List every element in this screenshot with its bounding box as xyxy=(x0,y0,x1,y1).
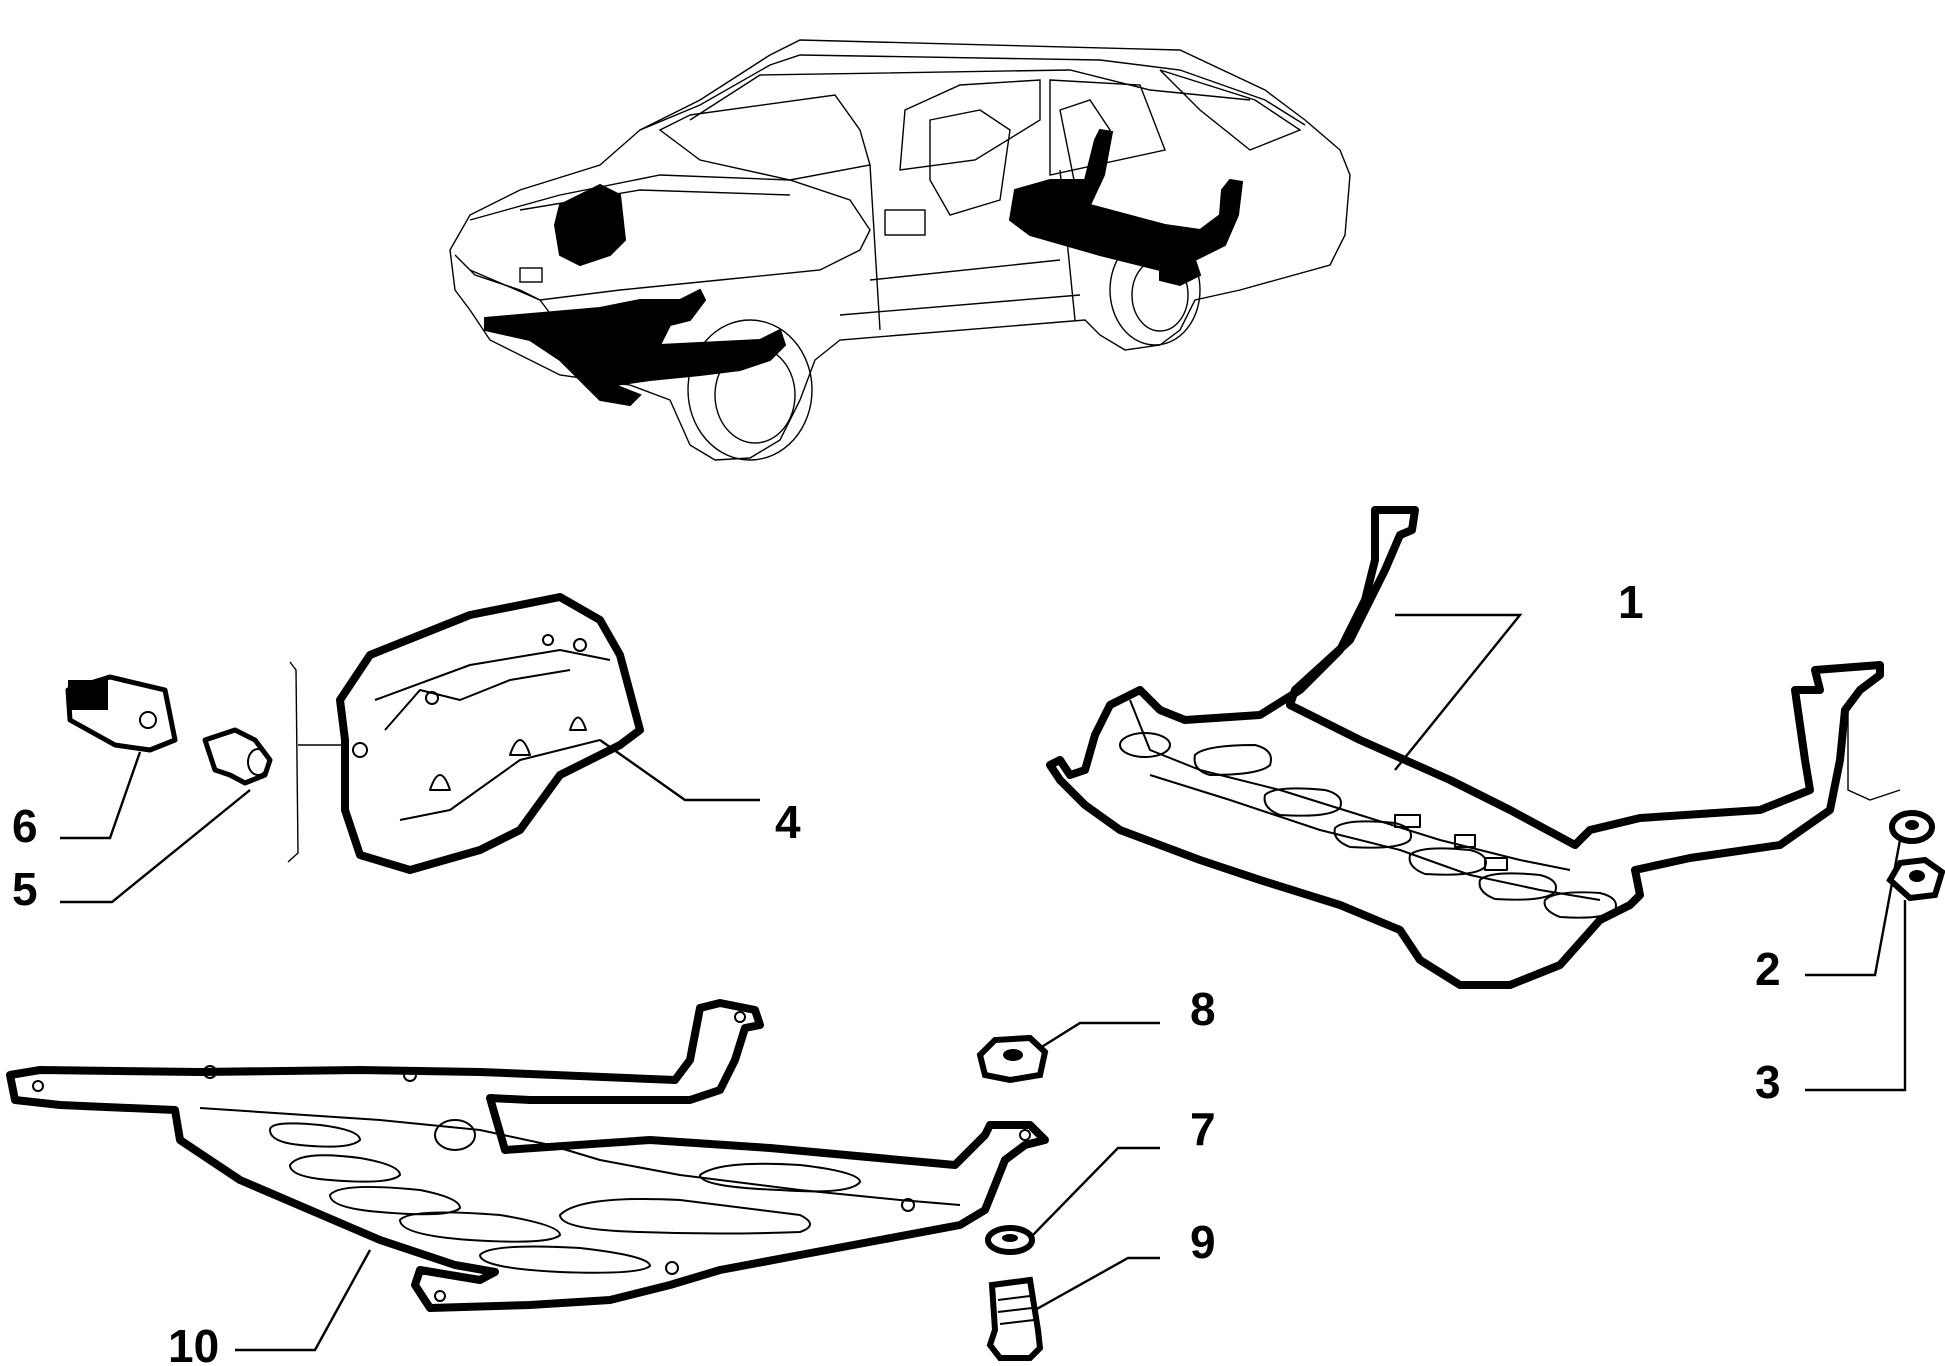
part-3-nut xyxy=(1886,856,1945,902)
callout-1: 1 xyxy=(1618,576,1644,628)
part-1-heat-shield xyxy=(1046,506,1884,989)
callout-6: 6 xyxy=(12,800,38,852)
callout-2: 2 xyxy=(1755,943,1781,995)
callout-labels: 1 2 3 4 5 6 7 8 9 10 xyxy=(12,576,1781,1366)
callout-9: 9 xyxy=(1190,1216,1216,1268)
part-10-heat-shield xyxy=(6,999,1049,1312)
part-9-bolt xyxy=(986,1276,1044,1361)
part-4-heat-shield xyxy=(287,593,644,874)
part-2-washer xyxy=(1889,810,1935,844)
car-illustration xyxy=(449,39,1351,461)
callout-3: 3 xyxy=(1755,1056,1781,1108)
part-6-clip xyxy=(65,674,178,753)
leader-lines xyxy=(60,613,1907,1352)
part-5-bolt xyxy=(202,727,273,786)
callout-5: 5 xyxy=(12,863,38,915)
callout-10: 10 xyxy=(168,1320,219,1366)
callout-7: 7 xyxy=(1190,1103,1216,1155)
callout-8: 8 xyxy=(1190,983,1216,1035)
part-7-washer xyxy=(985,1225,1035,1255)
callout-4: 4 xyxy=(775,796,801,848)
part-8-nut xyxy=(976,1034,1049,1084)
